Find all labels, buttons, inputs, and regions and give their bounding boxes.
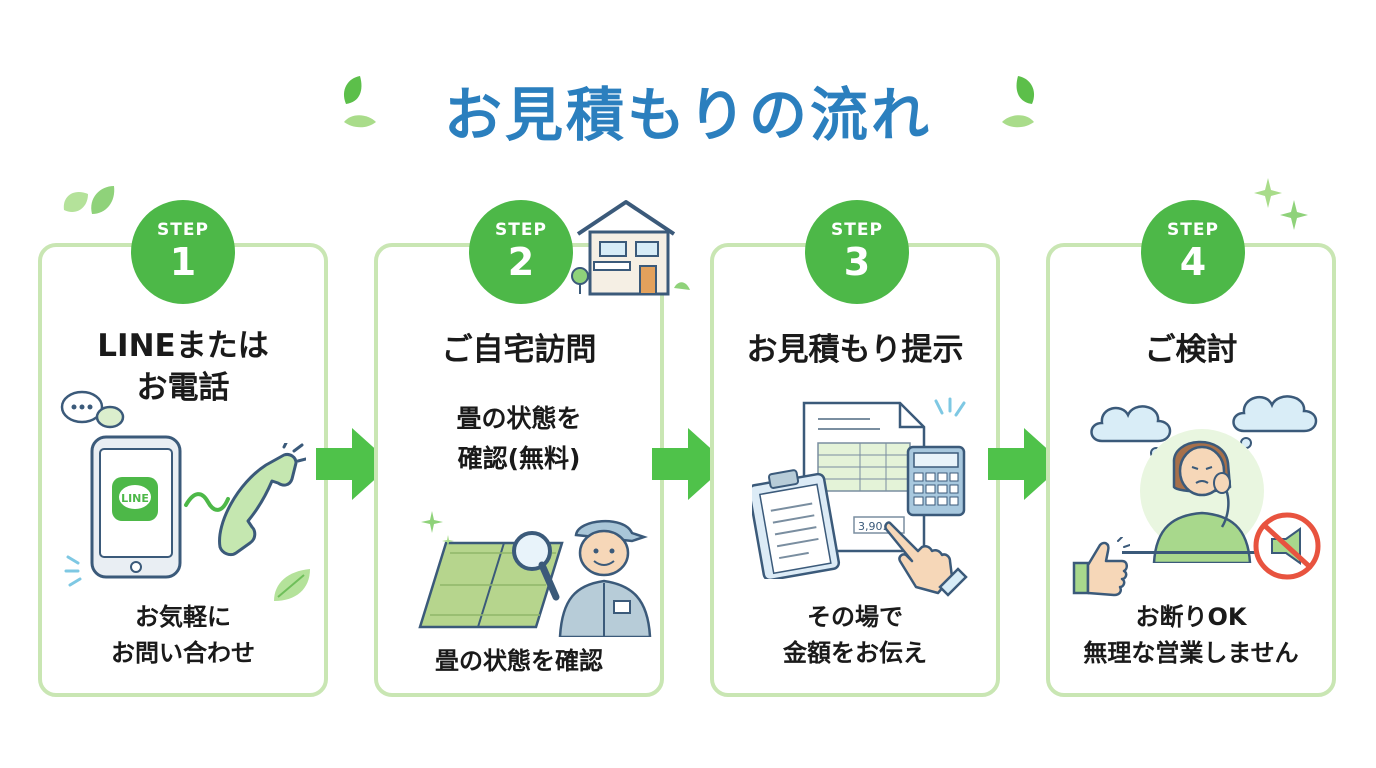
step-2-footer: 畳の状態を確認 — [435, 647, 603, 675]
no-sales-icon — [1253, 512, 1321, 580]
arrow-right-icon — [988, 428, 1064, 500]
step-3-card: お見積もり提示 3,90… その場で 金額をお伝え — [710, 243, 1000, 697]
estimate-amount: 3,90… — [858, 520, 894, 533]
leaf-icon — [63, 186, 115, 214]
thumbs-up-icon — [1072, 537, 1130, 597]
house-illustration — [571, 200, 690, 296]
step-2-badge: STEP 2 — [469, 200, 573, 304]
thinking-woman-illustration — [1140, 429, 1264, 563]
step-3-footer: その場で 金額をお伝え — [783, 603, 927, 667]
step-1-heading: LINEまたは お電話 — [97, 328, 269, 406]
step-2-heading: ご自宅訪問 — [441, 332, 597, 368]
desk-line — [1122, 551, 1272, 554]
pointing-hand-icon — [884, 521, 968, 597]
worker-illustration — [558, 520, 652, 637]
sparkle-lines — [64, 555, 82, 587]
step-2-card: ご自宅訪問 畳の状態を 確認(無料) 畳の状態を確認 — [374, 243, 664, 697]
clipboard-illustration — [752, 469, 841, 579]
leaf-icon — [1002, 76, 1035, 128]
smartphone-icon: LINE — [90, 435, 182, 579]
step-4-heading: ご検討 — [1144, 332, 1238, 368]
estimate-document-illustration: 3,90… — [802, 401, 926, 553]
magnifying-glass-icon — [512, 531, 560, 601]
step-1-badge: STEP 1 — [131, 200, 235, 304]
arrow-right-icon — [652, 428, 728, 500]
step-3-badge: STEP 3 — [805, 200, 909, 304]
sparkle-icon — [421, 511, 454, 547]
page-title: お見積もりの流れ — [443, 81, 932, 149]
line-logo-text: LINE — [121, 492, 149, 505]
step-3-heading: お見積もり提示 — [746, 332, 964, 368]
step-4-footer: お断りOK 無理な営業しません — [1083, 603, 1299, 667]
sparkle-lines — [934, 397, 966, 417]
leaf-icon — [343, 76, 376, 128]
sparkle-icon — [1254, 178, 1308, 230]
tilde-wave — [184, 492, 230, 512]
leaf-icon — [274, 569, 310, 601]
phone-handset-icon — [218, 443, 306, 557]
step-4-badge: STEP 4 — [1141, 200, 1245, 304]
step-1-card: LINEまたは お電話 LINE お気軽に お問い合わせ — [38, 243, 328, 697]
step-4-card: ご検討 お断りOK 無理な営業しません — [1046, 243, 1336, 697]
step-2-detail: 畳の状態を 確認(無料) — [456, 404, 582, 473]
step-1-footer: お気軽に お問い合わせ — [111, 603, 255, 667]
chat-bubbles-icon — [60, 390, 125, 429]
calculator-icon — [906, 445, 966, 517]
arrow-right-icon — [316, 428, 392, 500]
